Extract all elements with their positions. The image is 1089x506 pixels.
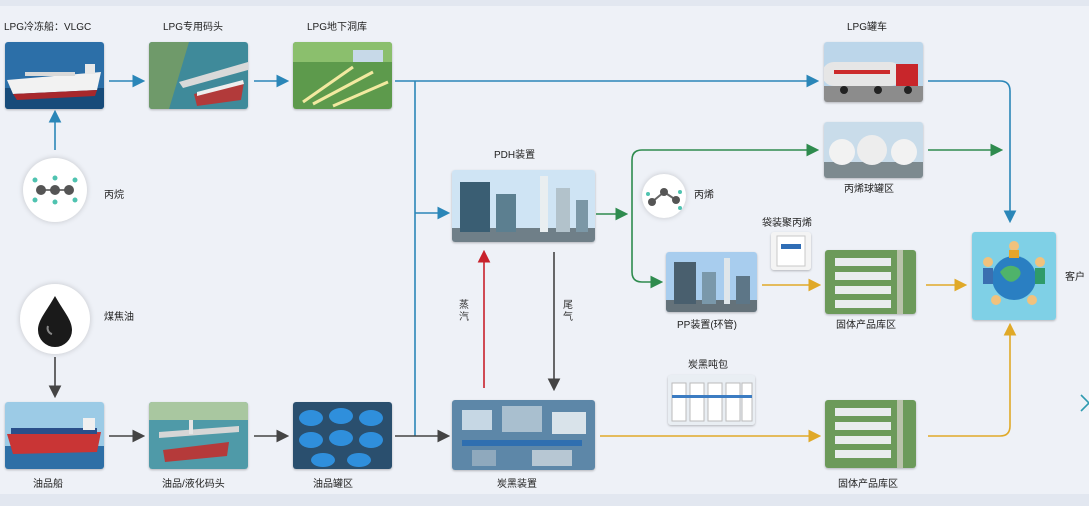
coal-tar-label: 煤焦油 [104, 312, 134, 323]
oil-terminal-label: 油品/液化码头 [162, 479, 225, 490]
edge-arrow-fragment [1080, 394, 1089, 404]
lpg-truck-label: LPG罐车 [847, 22, 888, 33]
tail-gas-label: 尾气 [563, 300, 573, 323]
oil-tank-farm-image [293, 402, 392, 469]
carbon-black-bag-label: 炭黑吨包 [688, 360, 728, 371]
propane-label: 丙烷 [104, 190, 124, 201]
arrow-solid2-customer [928, 322, 1017, 437]
customer-label: 客户 [1065, 272, 1085, 283]
top-band [0, 0, 1089, 6]
solid-storage-2-image [825, 400, 916, 468]
propylene-label: 丙烯 [694, 190, 714, 201]
oil-drop-icon [20, 284, 90, 354]
bagged-pp-image [771, 232, 811, 270]
edge-arrow-fragment-2 [1080, 402, 1089, 412]
pp-unit-label: PP装置(环管) [677, 320, 737, 331]
lpg-cavern-image [293, 42, 392, 109]
propylene-molecule-icon [642, 174, 686, 218]
pdh-label: PDH装置 [494, 150, 536, 161]
solid-storage-1-image [825, 250, 916, 314]
solid-storage-1-label: 固体产品库区 [836, 320, 896, 331]
arrow-truck-customer [928, 80, 1017, 224]
lpg-terminal-image [149, 42, 248, 109]
oil-tanker-label: 油品船 [33, 479, 63, 490]
bottom-band [0, 494, 1089, 506]
propylene-storage-label: 丙烯球罐区 [844, 184, 894, 195]
propane-molecule-icon [23, 158, 87, 222]
customer-image [972, 232, 1056, 320]
carbon-black-unit-image [452, 400, 595, 470]
oil-tanker-image [5, 402, 104, 469]
bagged-pp-label: 袋装聚丙烯 [762, 218, 812, 229]
pp-unit-image [666, 252, 757, 312]
lpg-truck-image [824, 42, 923, 102]
arrow-propylene-pp [631, 214, 664, 289]
solid-storage-2-label: 固体产品库区 [838, 479, 898, 490]
vlgc-label: LPG冷冻船：VLGC [4, 22, 92, 33]
pdh-unit-image [452, 170, 595, 242]
carbon-black-bag-image [668, 375, 755, 425]
vlgc-ship-image [5, 42, 104, 109]
carbon-black-unit-label: 炭黑装置 [497, 479, 537, 490]
arrow-propylene-storage [631, 143, 820, 214]
oil-tank-farm-label: 油品罐区 [313, 479, 353, 490]
steam-label: 蒸汽 [459, 300, 469, 323]
propylene-storage-image [824, 122, 923, 178]
oil-terminal-image [149, 402, 248, 469]
lpg-terminal-label: LPG专用码头 [163, 22, 224, 33]
lpg-cavern-label: LPG地下洞库 [307, 22, 368, 33]
